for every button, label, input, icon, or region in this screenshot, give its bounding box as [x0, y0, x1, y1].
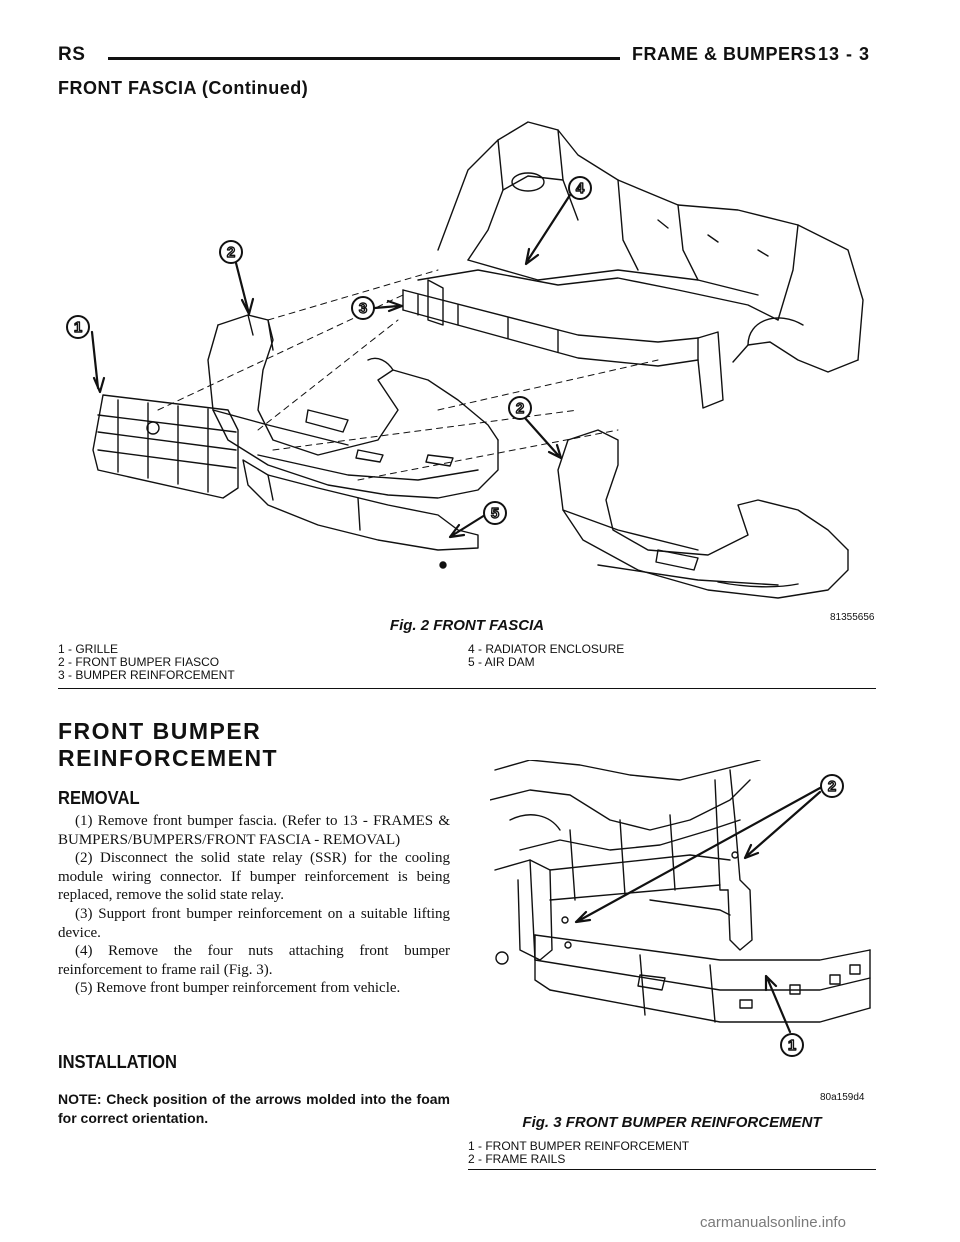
- svg-text:2: 2: [828, 778, 836, 795]
- callout-fascia-lower: 2: [508, 396, 532, 420]
- figure-front-fascia: 1 2 3 4 2 5 81355656: [66, 121, 875, 623]
- section-title: FRONT BUMPER REINFORCEMENT: [58, 718, 278, 772]
- figure3-code: 80a159d4: [820, 1092, 865, 1103]
- frame-structure-drawing: [490, 760, 761, 961]
- callout-front-bumper-reinforcement: 1: [780, 1033, 804, 1057]
- svg-text:2: 2: [516, 400, 524, 417]
- section-title-line1: FRONT BUMPER: [58, 718, 262, 744]
- figure2-legend-left: 1 - GRILLE 2 - FRONT BUMPER FIASCO 3 - B…: [58, 643, 235, 682]
- removal-heading: REMOVAL: [58, 788, 140, 808]
- section-title-line2: REINFORCEMENT: [58, 745, 279, 771]
- legend-item: 5 - AIR DAM: [468, 655, 535, 669]
- continued-title: FRONT FASCIA (Continued): [58, 78, 309, 98]
- svg-text:5: 5: [491, 505, 499, 522]
- header-vehicle-code: RS: [58, 44, 86, 65]
- removal-step: (3) Support front bumper reinforcement o…: [58, 905, 450, 941]
- installation-note: NOTE: Check position of the arrows molde…: [58, 1091, 450, 1126]
- figure3-divider: [468, 1169, 876, 1170]
- figure3-caption: Fig. 3 FRONT BUMPER REINFORCEMENT: [522, 1114, 822, 1131]
- header-rule: [108, 57, 620, 60]
- callout-bumper-reinforcement: 3: [351, 296, 375, 320]
- figure2-caption: Fig. 2 FRONT FASCIA: [389, 617, 545, 634]
- header-page-number: 13 - 3: [818, 44, 871, 64]
- removal-step: (2) Disconnect the solid state relay (SS…: [58, 850, 450, 904]
- figure2-legend-right: 4 - RADIATOR ENCLOSURE 5 - AIR DAM: [468, 643, 624, 669]
- figure2-divider: [58, 688, 876, 689]
- front-fascia-right-drawing: [557, 429, 849, 599]
- air-dam-drawing: [242, 459, 479, 569]
- reinforcement-beam-drawing: [495, 851, 871, 1023]
- svg-text:1: 1: [74, 319, 82, 336]
- figure2-code: 81355656: [830, 612, 875, 623]
- removal-steps: (1) Remove front bumper fascia. (Refer t…: [58, 812, 450, 998]
- header-section-title: FRAME & BUMPERS: [632, 44, 817, 64]
- vehicle-front-structure: [417, 121, 864, 373]
- removal-step: (1) Remove front bumper fascia. (Refer t…: [58, 813, 450, 848]
- svg-text:1: 1: [788, 1037, 796, 1054]
- legend-item: 2 - FRAME RAILS: [468, 1152, 566, 1166]
- callout-fascia-upper: 2: [219, 240, 243, 264]
- legend-item: 1 - GRILLE: [58, 642, 119, 656]
- svg-text:4: 4: [576, 180, 585, 197]
- callout-arrows: [574, 786, 822, 1034]
- exploded-leader-lines: [157, 269, 659, 481]
- svg-text:3: 3: [359, 300, 367, 317]
- callout-grille: 1: [66, 315, 90, 339]
- figure3-legend: 1 - FRONT BUMPER REINFORCEMENT 2 - FRAME…: [468, 1140, 689, 1166]
- callout-air-dam: 5: [483, 501, 507, 525]
- legend-item: 3 - BUMPER REINFORCEMENT: [58, 668, 235, 682]
- removal-step: (5) Remove front bumper reinforcement fr…: [75, 980, 401, 997]
- watermark: carmanualsonline.info: [700, 1214, 846, 1231]
- svg-text:2: 2: [227, 244, 235, 261]
- installation-heading: INSTALLATION: [58, 1052, 177, 1072]
- bumper-reinforcement-drawing: [402, 279, 724, 409]
- legend-item: 4 - RADIATOR ENCLOSURE: [468, 642, 625, 656]
- figure-front-bumper-reinforcement: 2 1 80a159d4: [490, 760, 871, 1103]
- callout-radiator-enclosure: 4: [568, 176, 592, 200]
- legend-item: 1 - FRONT BUMPER REINFORCEMENT: [468, 1139, 690, 1153]
- callout-arrows: [90, 193, 572, 539]
- removal-step: (4) Remove the four nuts attaching front…: [58, 943, 450, 978]
- callout-frame-rails: 2: [820, 774, 844, 798]
- front-fascia-left-drawing: [207, 314, 499, 499]
- legend-item: 2 - FRONT BUMPER FIASCO: [58, 655, 220, 669]
- grille-drawing: [92, 394, 239, 499]
